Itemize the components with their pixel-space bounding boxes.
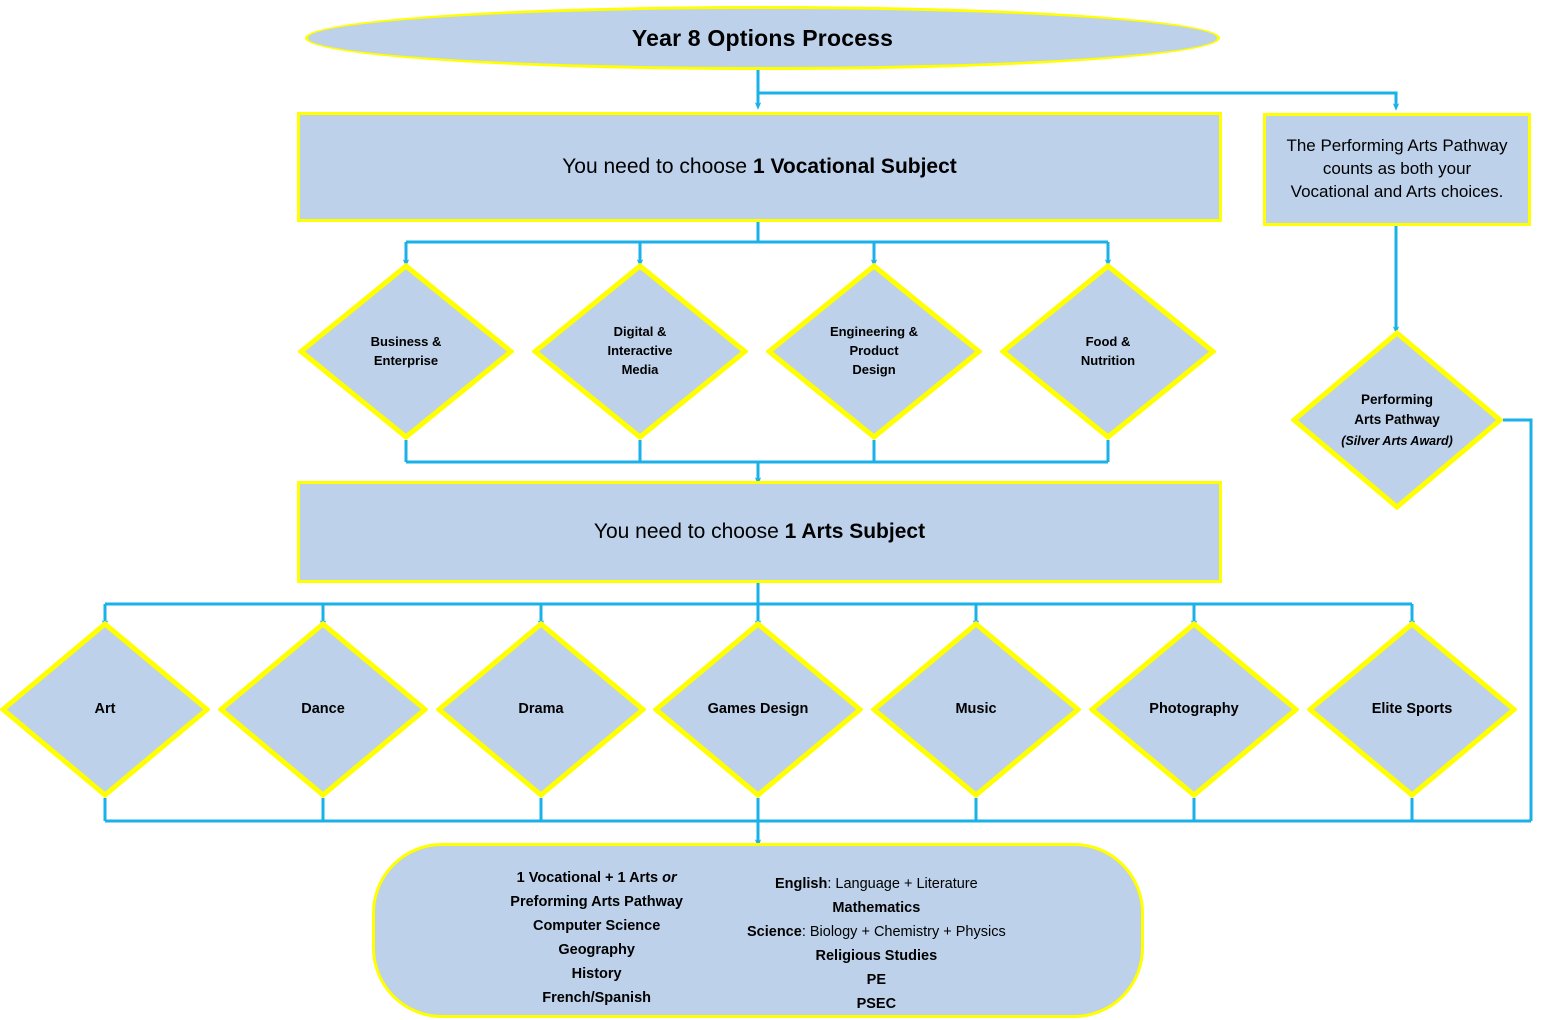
diamond-shape-icon xyxy=(1000,263,1216,440)
vocational-option-engineering-product-design[interactable]: Engineering & Product Design xyxy=(766,263,982,440)
note-line-2: counts as both your xyxy=(1322,159,1472,179)
diamond-shape-icon xyxy=(1307,621,1517,798)
summary-option-row-4: Geography xyxy=(510,938,683,962)
arts-option-dance[interactable]: Dance xyxy=(218,621,428,798)
vocational-instruction-emphasis: 1 Vocational Subject xyxy=(752,155,957,178)
arts-instruction-label: You need to choose 1 Arts Subject xyxy=(594,520,925,544)
summary-option-bold-5: History xyxy=(571,966,622,983)
summary-option-bold-4: Geography xyxy=(558,942,635,959)
summary-core-column: English: Language + Literature Mathemati… xyxy=(747,852,1006,1016)
summary-option-bold-6: French/Spanish xyxy=(542,990,652,1007)
summary-core-row-6: PSEC xyxy=(747,992,1006,1016)
performing-arts-pathway-diamond[interactable]: Performing Arts Pathway (Silver Arts Awa… xyxy=(1291,330,1503,510)
summary-option-bold-3: Computer Science xyxy=(532,918,661,935)
arts-option-drama[interactable]: Drama xyxy=(436,621,646,798)
summary-option-row-5: History xyxy=(510,962,683,986)
arts-instruction-emphasis: 1 Arts Subject xyxy=(784,520,926,543)
diamond-shape-icon xyxy=(1089,621,1299,798)
vocational-option-business-enterprise[interactable]: Business & Enterprise xyxy=(298,263,514,440)
summary-option-bold-2: Preforming Arts Pathway xyxy=(510,894,683,911)
summary-options-column: 1 Vocational + 1 Arts or Preforming Arts… xyxy=(510,852,683,1010)
summary-core-bold-5: PE xyxy=(866,972,887,989)
arts-option-music[interactable]: Music xyxy=(871,621,1081,798)
arts-instruction-prefix: You need to choose xyxy=(593,520,785,543)
process-title-node: Year 8 Options Process xyxy=(305,6,1220,70)
note-line-1: The Performing Arts Pathway xyxy=(1286,136,1508,156)
summary-option-bold-1: 1 Vocational + 1 Arts xyxy=(516,870,663,886)
summary-core-bold-2: Mathematics xyxy=(832,900,921,917)
summary-option-row-2: Preforming Arts Pathway xyxy=(510,890,683,914)
diamond-shape-icon xyxy=(1291,330,1503,510)
vocational-instruction-prefix: You need to choose xyxy=(562,155,753,178)
vocational-option-digital-interactive-media[interactable]: Digital & Interactive Media xyxy=(532,263,748,440)
process-title-label: Year 8 Options Process xyxy=(631,24,894,51)
summary-core-row-1: English: Language + Literature xyxy=(747,872,1006,896)
summary-core-row-2: Mathematics xyxy=(747,896,1006,920)
vocational-instruction-label: You need to choose 1 Vocational Subject xyxy=(562,155,957,179)
summary-option-row-3: Computer Science xyxy=(510,914,683,938)
vocational-option-food-nutrition[interactable]: Food & Nutrition xyxy=(1000,263,1216,440)
summary-core-bold-4: Religious Studies xyxy=(815,948,938,965)
arts-option-games-design[interactable]: Games Design xyxy=(653,621,863,798)
summary-core-row-3: Science: Biology + Chemistry + Physics xyxy=(747,920,1006,944)
summary-core-row-4: Religious Studies xyxy=(747,944,1006,968)
diamond-shape-icon xyxy=(871,621,1081,798)
summary-core-bold-3: Science xyxy=(746,924,802,941)
summary-core-bold-6: PSEC xyxy=(856,996,897,1013)
arts-instruction-box: You need to choose 1 Arts Subject xyxy=(297,481,1222,583)
summary-option-row-1: 1 Vocational + 1 Arts or xyxy=(510,866,683,890)
diamond-shape-icon xyxy=(532,263,748,440)
wire-title-to-note xyxy=(758,91,1400,111)
summary-option-row-6: French/Spanish xyxy=(510,986,683,1010)
diamond-shape-icon xyxy=(766,263,982,440)
summary-core-normal-1: : Language + Literature xyxy=(827,876,978,892)
diamond-shape-icon xyxy=(298,263,514,440)
summary-option-italic-1: or xyxy=(662,870,677,886)
summary-node: 1 Vocational + 1 Arts or Preforming Arts… xyxy=(372,843,1144,1018)
diamond-shape-icon xyxy=(218,621,428,798)
diamond-shape-icon xyxy=(653,621,863,798)
performing-arts-note-box: The Performing Arts Pathway counts as bo… xyxy=(1263,113,1531,226)
summary-core-bold-1: English xyxy=(774,876,828,892)
summary-columns: 1 Vocational + 1 Arts or Preforming Arts… xyxy=(375,846,1141,1016)
arts-option-art[interactable]: Art xyxy=(0,621,210,798)
vocational-instruction-box: You need to choose 1 Vocational Subject xyxy=(297,112,1222,222)
diamond-shape-icon xyxy=(0,621,210,798)
diamond-shape-icon xyxy=(436,621,646,798)
note-line-3: Vocational and Arts choices. xyxy=(1290,181,1504,201)
arts-option-elite-sports[interactable]: Elite Sports xyxy=(1307,621,1517,798)
summary-core-normal-3: : Biology + Chemistry + Physics xyxy=(801,924,1006,941)
arts-option-photography[interactable]: Photography xyxy=(1089,621,1299,798)
summary-core-row-5: PE xyxy=(747,968,1006,992)
